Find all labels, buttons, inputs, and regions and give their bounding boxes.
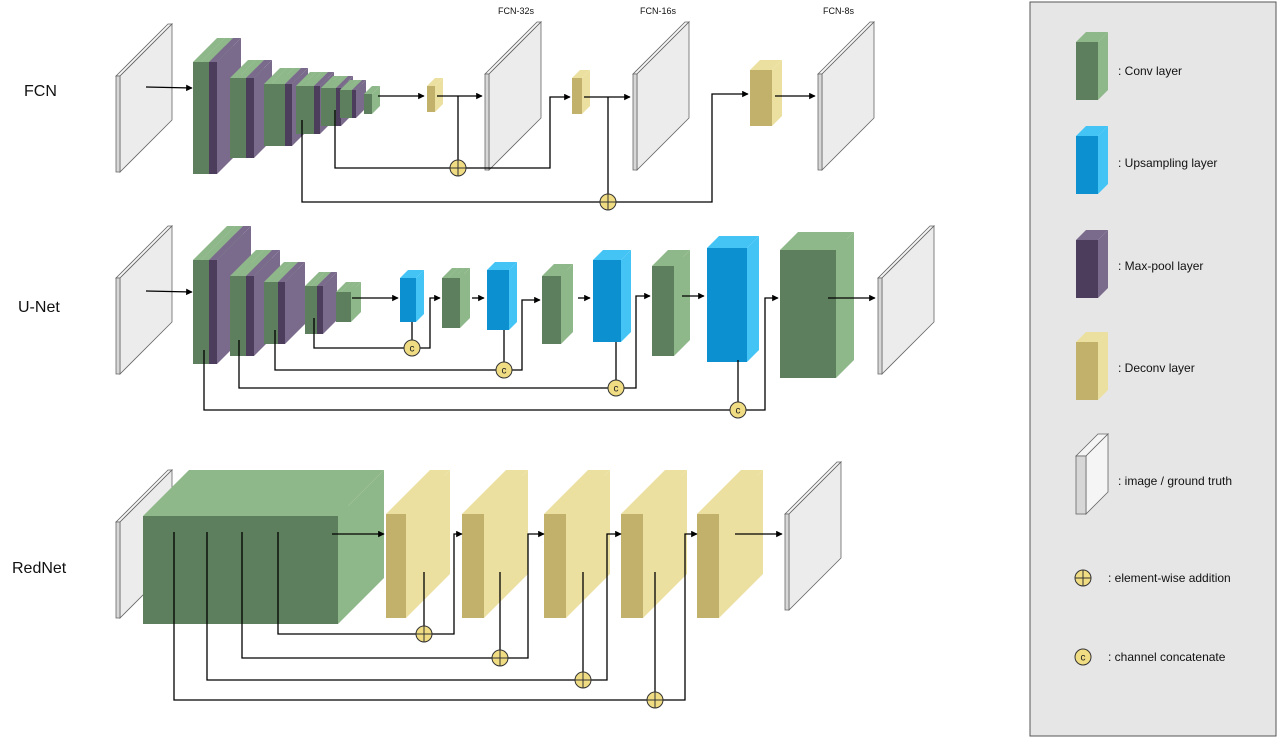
unet-skip-2 [238, 340, 608, 389]
rednet-dec4-1 [627, 470, 687, 618]
unet-title: U-Net [18, 299, 60, 316]
svg-text:c: c [1081, 653, 1086, 664]
legend-image-label: : image / ground truth [1118, 474, 1232, 488]
unet-skip-4 [313, 318, 404, 349]
fcn-32s-output [484, 21, 542, 171]
fcn-add2-to-deconv3 [616, 90, 749, 203]
legend-addition-label: : element-wise addition [1108, 571, 1231, 585]
unet-up-1 [400, 270, 424, 322]
rednet-add3-to-dec4 [591, 530, 622, 681]
legend-concat-label: : channel concatenate [1108, 650, 1226, 664]
unet-concat-1: c [403, 339, 421, 357]
unet-up-4 [707, 236, 759, 362]
fcn-block7 [364, 86, 380, 114]
unet-input-arrow [145, 288, 193, 296]
svg-text:c: c [410, 344, 415, 355]
svg-text:c: c [614, 384, 619, 395]
rednet-add-1 [415, 625, 433, 643]
unet-cat4-to-conv [746, 294, 779, 411]
fcn-16s-output [632, 21, 690, 171]
fcn-add1-to-deconv2 [466, 93, 571, 169]
legend-conv-label: : Conv layer [1118, 64, 1182, 78]
unet-input-image [115, 225, 173, 375]
rednet-add1-to-dec2 [432, 530, 463, 635]
fcn-pool4-skip [334, 110, 450, 169]
unet-dec4-2 [794, 232, 854, 378]
fcn-input-image [115, 23, 173, 173]
unet-dec1-2 [454, 268, 470, 328]
unet-skip-1 [203, 350, 730, 411]
unet-cat3-to-conv [624, 292, 651, 389]
layer-blocks [115, 21, 935, 624]
unet-up-2 [487, 262, 517, 330]
rednet-skip-2 [206, 532, 575, 681]
connections [145, 84, 876, 701]
rednet-dec1-1 [392, 470, 450, 618]
fcn-16s-label: FCN-16s [640, 6, 677, 16]
fcn-title: FCN [24, 83, 57, 100]
legend-add-icon [1074, 569, 1092, 587]
legend-icons: c [1074, 32, 1109, 666]
unet-concat-4: c [729, 401, 747, 419]
rednet-dec5-1 [703, 470, 763, 618]
fcn-8s-output [817, 21, 875, 171]
fcn-input-arrow [145, 84, 193, 92]
rednet-enc5 [294, 470, 384, 624]
rednet-add-4 [646, 691, 664, 709]
legend-maxpool-icon [1076, 230, 1108, 298]
unet-dec2-2 [554, 264, 573, 344]
legend-deconv-icon [1076, 332, 1108, 400]
fcn-pool3-skip [301, 120, 600, 203]
legend-deconv-label: : Deconv layer [1118, 361, 1195, 375]
unet-cat1-to-conv [420, 294, 441, 349]
legend-image-icon [1075, 433, 1109, 515]
fcn-32s-label: FCN-32s [498, 6, 535, 16]
operations: c c c c [403, 159, 747, 709]
rednet-dec3-1 [550, 470, 610, 618]
fcn-8s-label: FCN-8s [823, 6, 854, 16]
legend-upsample-icon [1076, 126, 1108, 194]
rednet-title: RedNet [12, 560, 67, 577]
unet-concat-2: c [495, 361, 513, 379]
rednet-skip-4 [277, 532, 416, 635]
legend-upsampling-label: : Upsampling layer [1118, 156, 1217, 170]
rednet-add2-to-dec3 [508, 530, 545, 659]
fcn-deconv-3 [750, 60, 782, 126]
rednet-dec2-1 [468, 470, 528, 618]
unet-cat2-to-conv [512, 296, 541, 371]
svg-text:c: c [502, 366, 507, 377]
rednet-add-2 [491, 649, 509, 667]
unet-enc5-2 [346, 282, 361, 322]
fcn-block6-3 [352, 80, 366, 118]
unet-enc3-2 [278, 262, 305, 344]
legend-conv-icon [1076, 32, 1108, 100]
legend-concat-icon: c [1074, 648, 1092, 666]
rednet-skip-3 [241, 532, 492, 659]
fcn-add-2 [599, 193, 617, 211]
unet-output [877, 225, 935, 375]
unet-dec3-2 [666, 250, 690, 356]
unet-concat-3: c [607, 379, 625, 397]
rednet-add4-to-dec5 [663, 530, 698, 701]
fcn-deconv-2 [572, 70, 590, 114]
fcn-deconv-1 [427, 78, 443, 112]
rednet-skip-1 [173, 532, 647, 701]
unet-skip-3 [274, 330, 496, 371]
rednet-add-3 [574, 671, 592, 689]
unet-up-3 [593, 250, 631, 342]
legend-panel [1029, 1, 1277, 737]
rednet-output [784, 461, 842, 611]
legend-maxpool-label: : Max-pool layer [1118, 259, 1203, 273]
svg-text:c: c [736, 406, 741, 417]
fcn-add-1 [449, 159, 467, 177]
unet-enc4-2 [317, 272, 337, 334]
